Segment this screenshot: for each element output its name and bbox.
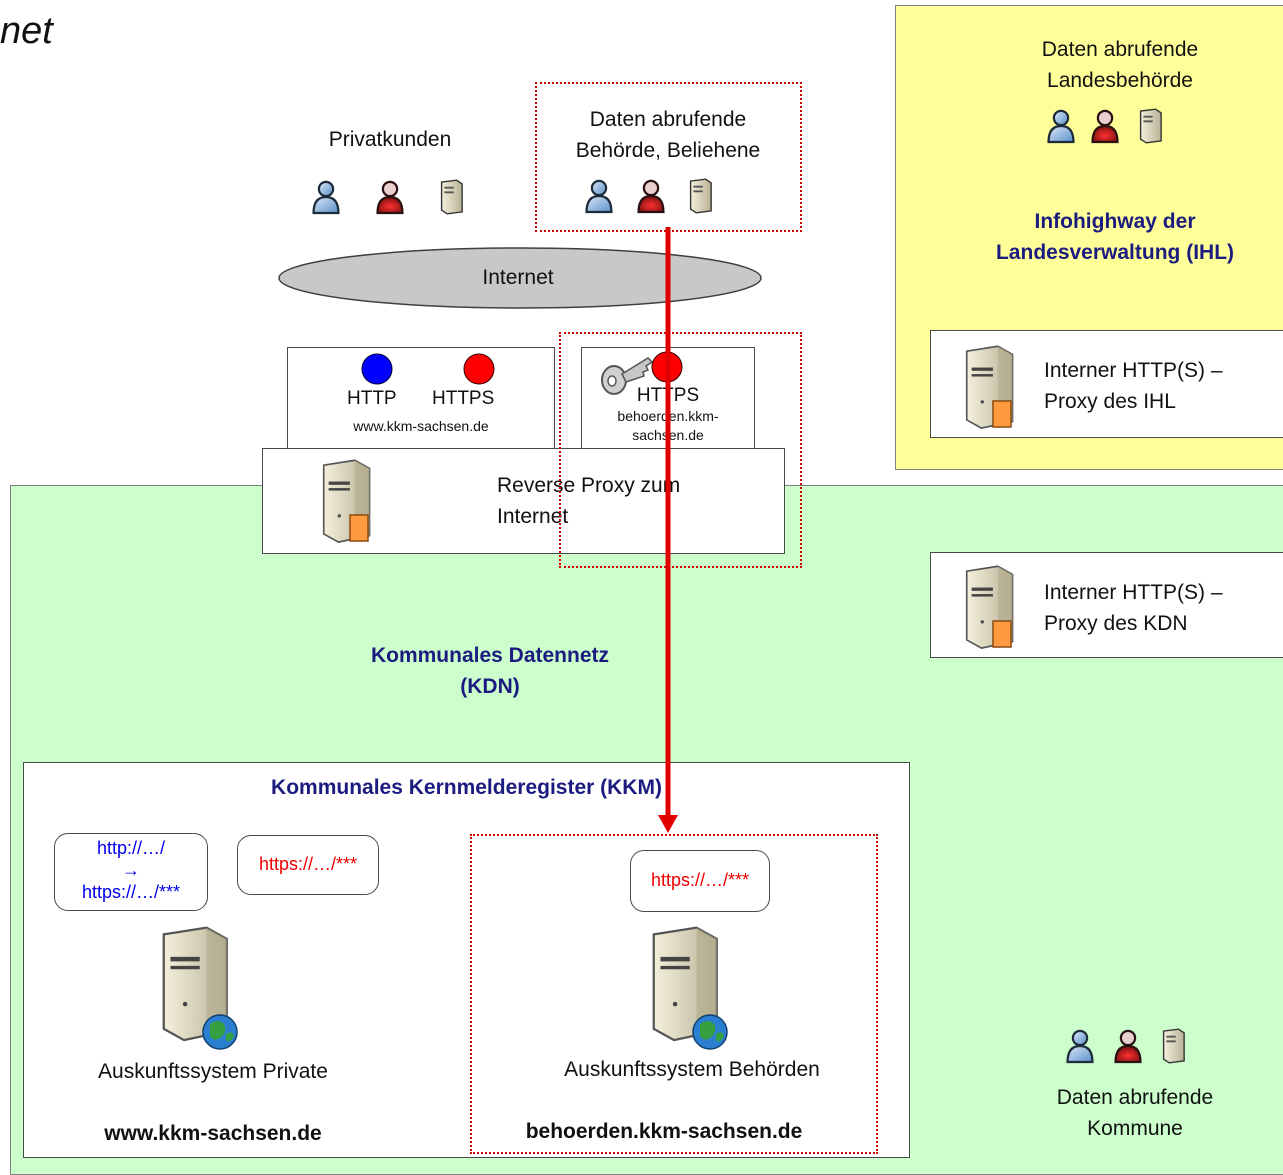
behoerde-label: Daten abrufende Behörde, Beliehene — [575, 108, 761, 162]
user-blue-icon — [1047, 109, 1075, 144]
private-host-label: www.kkm-sachsen.de — [104, 1122, 322, 1145]
behoerden-highlight — [470, 834, 878, 1154]
ihl-network-label: Infohighway der Landesverwaltung (IHL) — [995, 210, 1235, 264]
user-blue-icon — [312, 180, 340, 215]
user-blue-icon — [1066, 1029, 1094, 1064]
http-label: HTTP — [347, 388, 397, 409]
https-label: HTTPS — [432, 388, 495, 409]
flow-arrow — [658, 227, 678, 833]
ihl-consumer-label: Daten abrufende Landesbehörde — [1041, 38, 1199, 92]
ihl-proxy-server-icon — [965, 345, 1014, 429]
key-icon — [601, 357, 654, 395]
kommune-label: Daten abrufende Kommune — [1056, 1086, 1214, 1140]
ihl-proxy-label: Interner HTTP(S) – Proxy des IHL — [1044, 359, 1223, 413]
redirect-note: http://…/ → https://…/*** — [54, 833, 208, 911]
internet-label: Internet — [482, 266, 554, 289]
privatkunden-icons — [310, 176, 480, 220]
user-blue-icon — [585, 179, 613, 214]
kdn-network-label: Kommunales Datennetz (KDN) — [370, 644, 610, 698]
server-icon — [440, 179, 463, 215]
ihl-consumer-icons — [1045, 105, 1185, 149]
behoerden-host-label: behoerden.kkm-sachsen.de — [525, 1120, 803, 1143]
kkm-title: Kommunales Kernmelderegister (KKM) — [271, 776, 662, 799]
private-system-label: Auskunftssystem Private — [98, 1060, 328, 1083]
user-red-icon — [376, 180, 404, 215]
http-endpoint-dot — [361, 353, 393, 385]
user-red-icon — [1114, 1029, 1142, 1064]
authority-highlight — [559, 332, 802, 568]
privatkunden-label: Privatkunden — [328, 128, 452, 151]
kdn-proxy-server-icon — [965, 565, 1014, 649]
user-red-icon — [637, 179, 665, 214]
public-host-label: www.kkm-sachsen.de — [353, 418, 489, 434]
server-icon — [1139, 108, 1162, 144]
https-private-note: https://…/*** — [237, 835, 379, 895]
server-icon — [1162, 1028, 1185, 1064]
private-server-icon — [162, 926, 238, 1050]
behoerden-server-icon — [652, 926, 728, 1050]
kdn-proxy-label: Interner HTTP(S) – Proxy des KDN — [1044, 581, 1223, 635]
internet-cloud — [278, 247, 762, 309]
kommune-icons — [1064, 1025, 1214, 1069]
server-icon — [689, 178, 712, 214]
reverse-proxy-server-icon — [322, 459, 371, 543]
behoerde-icons — [583, 175, 733, 219]
behoerden-system-label: Auskunftssystem Behörden — [564, 1058, 820, 1081]
https-behoerden-note: https://…/*** — [630, 850, 770, 912]
title-fragment: net — [0, 10, 53, 52]
https-endpoint-dot — [463, 353, 495, 385]
user-red-icon — [1091, 109, 1119, 144]
